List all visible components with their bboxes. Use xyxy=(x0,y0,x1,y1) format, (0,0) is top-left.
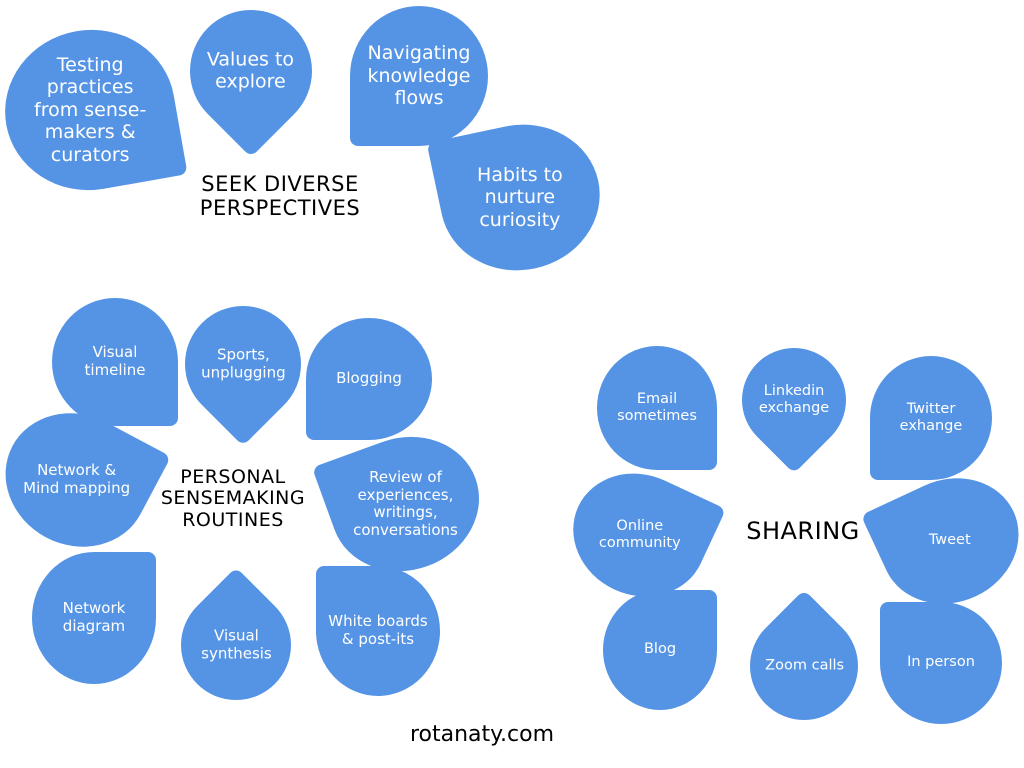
petal-in-person: In person xyxy=(880,602,1002,724)
petal-navigating-knowledge: Navigating knowledge flows xyxy=(350,6,488,146)
petal-zoom-calls: Zoom calls xyxy=(727,589,881,743)
petal-blogging: Blogging xyxy=(306,318,432,440)
title-seek-diverse-perspectives: SEEK DIVERSE PERSPECTIVES xyxy=(199,172,361,220)
title-sharing: SHARING xyxy=(746,517,860,545)
petal-habits-curiosity: Habits to nurture curiosity xyxy=(426,109,614,286)
footer-site-url: rotanaty.com xyxy=(409,722,555,747)
petal-email-sometimes: Email sometimes xyxy=(597,346,717,470)
petal-testing-practices: Testing practices from sense- makers & c… xyxy=(0,16,188,204)
petal-visual-timeline: Visual timeline xyxy=(52,298,178,426)
petal-visual-synthesis: Visual synthesis xyxy=(158,567,314,723)
petal-values-to-explore: Values to explore xyxy=(164,0,338,158)
title-personal-sensemaking-routines: PERSONAL SENSEMAKING ROUTINES xyxy=(160,466,306,531)
petal-twitter-exhange: Twitter exhange xyxy=(870,356,992,480)
petal-network-diagram: Network diagram xyxy=(32,552,156,684)
petal-linkedin-exchange: Linkedin exchange xyxy=(720,326,868,474)
petal-white-boards: White boards & post-its xyxy=(316,566,440,696)
petal-blog: Blog xyxy=(603,590,717,710)
petal-sports-unplugging: Sports, unplugging xyxy=(160,281,326,447)
